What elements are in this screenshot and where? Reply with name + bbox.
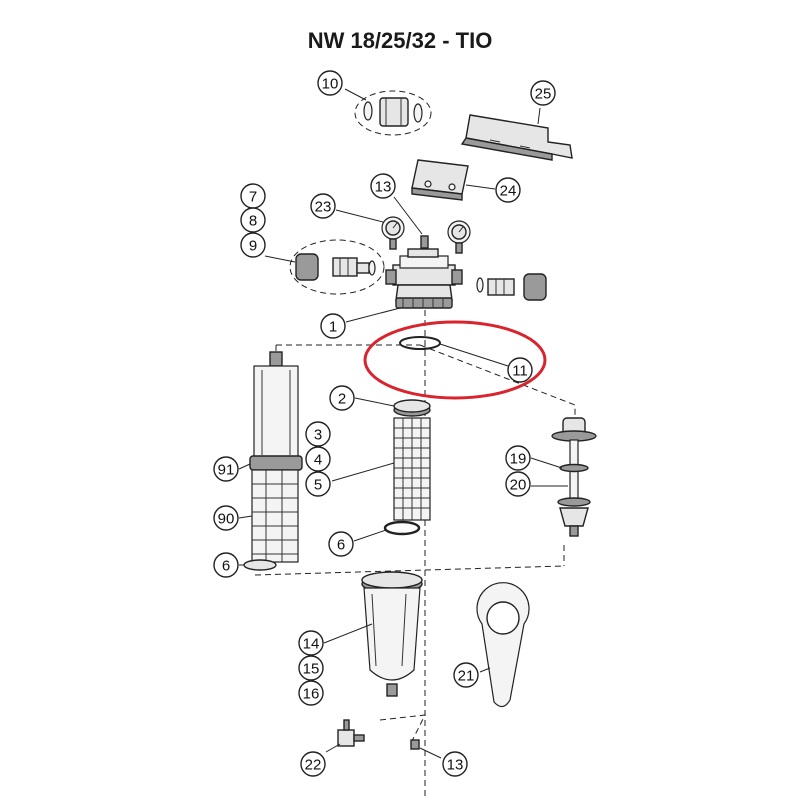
part-14-filter-bowl: [323, 571, 423, 697]
part-91-housing-tube: [238, 351, 303, 471]
callout-5: 5: [305, 471, 331, 497]
svg-text:6: 6: [222, 558, 230, 575]
part-25-wall-bracket: [460, 107, 573, 161]
callout-3: 3: [305, 421, 331, 447]
callout-21: 21: [453, 662, 479, 688]
part-6-seal-ring-center: [353, 520, 421, 542]
callout-22: 22: [300, 751, 326, 777]
svg-text:25: 25: [535, 86, 552, 103]
svg-text:13: 13: [375, 179, 392, 196]
callout-11: 11: [507, 357, 533, 383]
part-5-filter-element: [331, 417, 431, 521]
callout-4: 4: [305, 446, 331, 472]
part-outlet-fittings: [476, 273, 547, 301]
svg-text:13: 13: [447, 757, 464, 774]
svg-text:10: 10: [322, 76, 339, 93]
svg-text:14: 14: [303, 636, 320, 653]
part-13-drain-screw-bottom: [410, 739, 442, 759]
svg-text:1: 1: [329, 319, 337, 336]
diagram-title: NW 18/25/32 - TIO: [307, 28, 493, 53]
svg-text:9: 9: [249, 238, 257, 255]
svg-text:19: 19: [510, 451, 527, 468]
part-20-rinse-valve: [531, 485, 591, 537]
part-22-drain-valve: [325, 719, 365, 753]
svg-text:22: 22: [305, 757, 322, 774]
part-19-rinse-shaft: [530, 417, 597, 503]
callout-6-left: 6: [213, 552, 239, 578]
svg-text:21: 21: [458, 668, 475, 685]
svg-text:3: 3: [314, 427, 322, 444]
part-6-seal-ring-left: [239, 559, 277, 571]
svg-text:6: 6: [337, 537, 345, 554]
svg-text:24: 24: [500, 183, 517, 200]
callout-10: 10: [317, 70, 343, 96]
highlight-ellipse-part-11: [363, 320, 547, 400]
svg-text:5: 5: [314, 477, 322, 494]
callout-16: 16: [298, 680, 324, 706]
callout-23: 23: [310, 193, 336, 219]
svg-text:15: 15: [303, 661, 320, 678]
part-21-bowl-wrench: [476, 582, 530, 708]
callout-91: 91: [213, 456, 239, 482]
assembly-guide-lines: [254, 310, 576, 800]
svg-text:7: 7: [249, 189, 257, 206]
callout-24: 24: [495, 177, 521, 203]
part-24-mounting-plate: [411, 159, 496, 201]
svg-text:20: 20: [510, 477, 527, 494]
svg-text:2: 2: [338, 391, 346, 408]
svg-text:91: 91: [218, 462, 235, 479]
part-1-filter-head: [345, 248, 463, 323]
svg-text:23: 23: [315, 199, 332, 216]
callout-19: 19: [505, 445, 531, 471]
part-11-o-ring: [399, 336, 509, 367]
callouts: 10 25 13 24 7 8 9 23 1 11 2 3 4 5 91 90 …: [213, 70, 556, 777]
callout-25: 25: [530, 80, 556, 106]
part-9-inlet-fittings: [264, 239, 385, 295]
callout-7: 7: [240, 183, 266, 209]
callout-15: 15: [298, 655, 324, 681]
callout-90: 90: [213, 505, 239, 531]
part-23-pressure-gauges: [335, 209, 471, 254]
callout-13-top: 13: [370, 173, 396, 199]
callout-2: 2: [329, 385, 355, 411]
part-10-coupling: [344, 88, 432, 136]
svg-text:4: 4: [314, 452, 322, 469]
svg-text:11: 11: [512, 363, 528, 380]
part-2-spring-ring: [354, 397, 431, 417]
callout-1: 1: [320, 313, 346, 339]
svg-text:8: 8: [249, 213, 257, 230]
part-90-alternate-element: [238, 469, 299, 563]
svg-text:90: 90: [218, 511, 235, 528]
svg-text:16: 16: [303, 686, 320, 703]
callout-6-center: 6: [328, 531, 354, 557]
part-13-screw-plug-top: [393, 196, 429, 249]
callout-14: 14: [298, 630, 324, 656]
callout-13-bottom: 13: [442, 751, 468, 777]
callout-20: 20: [505, 471, 531, 497]
callout-9: 9: [240, 232, 266, 258]
callout-8: 8: [240, 207, 266, 233]
